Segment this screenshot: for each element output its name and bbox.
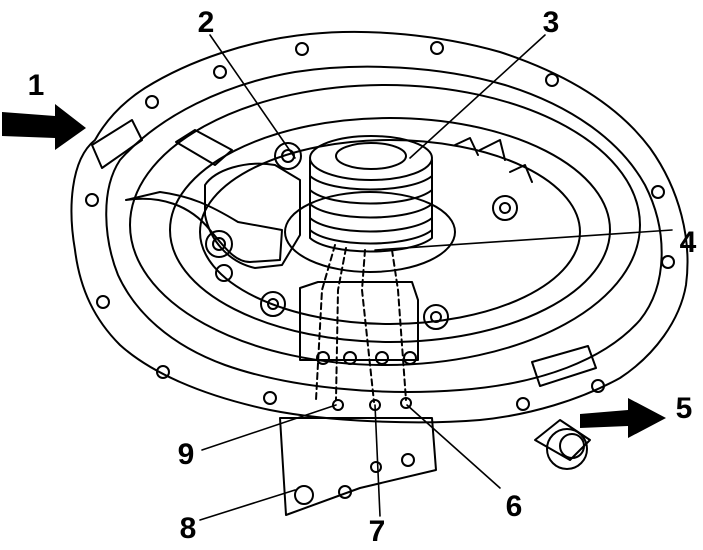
mount-bracket [279, 417, 437, 516]
pump-body-ports [316, 351, 417, 365]
housing-flange [70, 30, 689, 424]
rotor-disc-outer [129, 84, 641, 366]
flange-bolt-holes [85, 41, 675, 411]
rotor-groove [199, 139, 581, 325]
bracket-holes [294, 453, 415, 505]
sleeve-top [309, 135, 433, 181]
valve-body [204, 162, 301, 269]
callout-6: 6 [506, 490, 523, 523]
callout-4: 4 [680, 226, 697, 259]
drain-plug [534, 419, 591, 470]
callout-1: 1 [28, 69, 45, 102]
outflow-arrow-icon [580, 398, 666, 438]
flow-arrows [2, 104, 666, 438]
inflow-arrow-icon [2, 104, 86, 150]
outlet-ports [332, 397, 412, 411]
shaft-sleeve [309, 159, 433, 253]
seal-rings [309, 175, 433, 245]
vane-plate [125, 191, 283, 263]
callout-8: 8 [180, 512, 197, 545]
boss-base [284, 191, 456, 273]
flange-slot-left [91, 119, 143, 169]
callout-2: 2 [198, 6, 215, 39]
callout-5: 5 [676, 392, 693, 425]
disc-bolts [205, 142, 518, 330]
oil-passages [315, 244, 407, 403]
vane-plate-edge [175, 129, 233, 166]
rotor-disc-inner [169, 117, 611, 343]
callout-9: 9 [178, 438, 195, 471]
sleeve-bore [335, 142, 407, 170]
housing-inner-rim [105, 65, 663, 393]
rotor-vanes [454, 137, 533, 183]
leader-lines [199, 34, 673, 521]
callout-7: 7 [369, 515, 386, 548]
flange-slot-right [531, 345, 597, 387]
pump-body-lower [299, 281, 419, 361]
callout-3: 3 [543, 6, 560, 39]
